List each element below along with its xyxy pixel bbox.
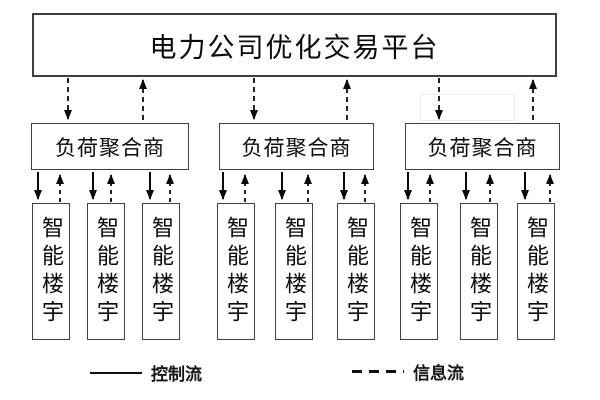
building-label-2: 智能楼宇 (94, 215, 119, 328)
building-box-9: 智能楼宇 (517, 203, 555, 340)
aggregator-box-1: 负荷聚合商 (31, 123, 189, 170)
building-label-5: 智能楼宇 (282, 215, 307, 328)
legend-item-info-flow: 信息流 (352, 359, 464, 384)
aggregator-label-1: 负荷聚合商 (55, 135, 165, 160)
building-box-5: 智能楼宇 (275, 203, 313, 340)
building-box-4: 智能楼宇 (217, 203, 255, 340)
building-label-3: 智能楼宇 (149, 215, 174, 328)
building-label-6: 智能楼宇 (344, 215, 369, 328)
building-label-7: 智能楼宇 (407, 215, 432, 328)
aggregator-box-2: 负荷聚合商 (219, 123, 374, 170)
building-box-2: 智能楼宇 (87, 203, 125, 340)
aggregator-label-2: 负荷聚合商 (241, 135, 352, 160)
legend-item-control-flow: 控制流 (90, 360, 202, 385)
solid-line-swatch (90, 371, 142, 374)
aggregator-box-3: 负荷聚合商 (405, 123, 560, 170)
building-label-9: 智能楼宇 (524, 215, 549, 328)
dashed-line-swatch (352, 370, 404, 373)
building-label-8: 智能楼宇 (467, 215, 492, 328)
legend-label-control-flow: 控制流 (151, 365, 202, 384)
building-box-3: 智能楼宇 (142, 203, 180, 340)
building-box-8: 智能楼宇 (460, 203, 498, 340)
legend-label-info-flow: 信息流 (413, 364, 464, 383)
platform-label: 电力公司优化交易平台 (149, 32, 440, 63)
watermark-artifact (420, 94, 515, 121)
building-label-1: 智能楼宇 (39, 215, 64, 328)
building-box-1: 智能楼宇 (32, 203, 70, 340)
building-box-6: 智能楼宇 (337, 203, 375, 340)
platform-box: 电力公司优化交易平台 (32, 13, 557, 77)
building-label-4: 智能楼宇 (224, 215, 249, 328)
building-box-7: 智能楼宇 (400, 203, 438, 340)
aggregator-label-3: 负荷聚合商 (427, 135, 538, 160)
